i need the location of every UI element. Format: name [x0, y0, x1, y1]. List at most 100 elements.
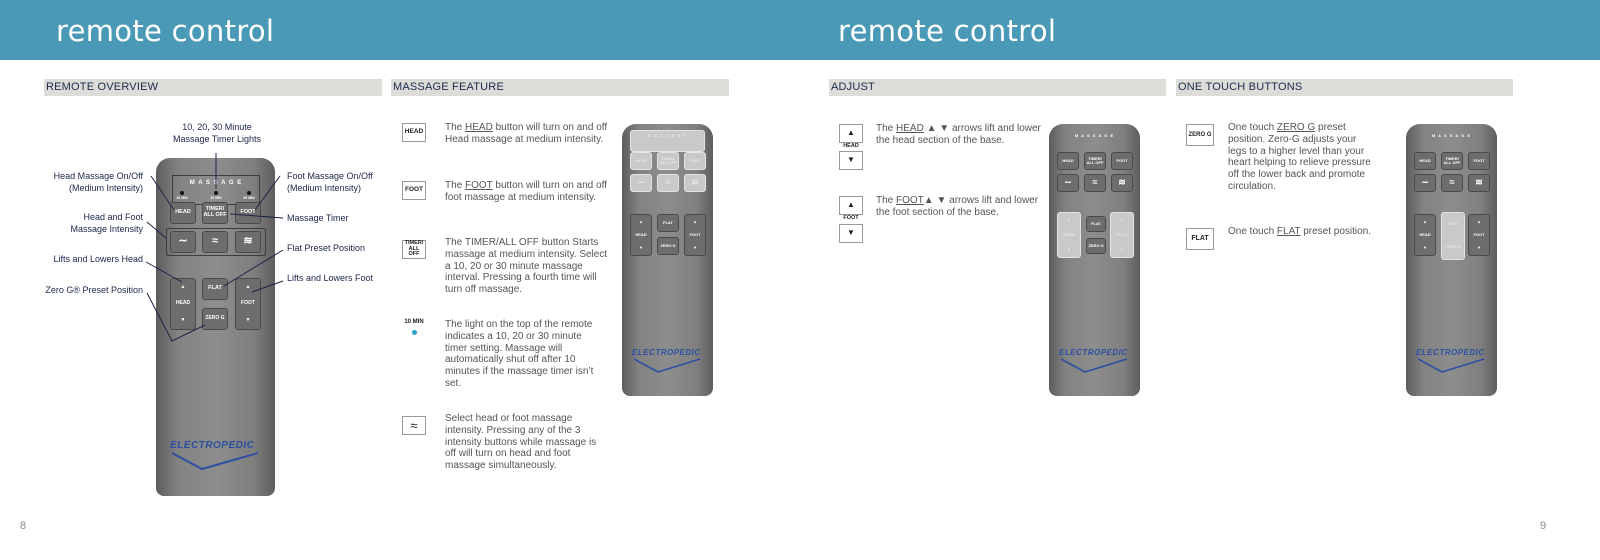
foot-adjust-label: FOOT — [241, 300, 255, 307]
intensity-high-lit[interactable]: ≋ — [684, 174, 706, 192]
brand-logo: ELECTROPEDIC — [170, 440, 255, 451]
timer-label-20: 20 MIN — [210, 196, 222, 200]
timer-button-small[interactable]: TIMER/ ALL OFF — [1441, 152, 1463, 170]
foot-adjust-button[interactable]: ▲ FOOT ▼ — [235, 278, 261, 330]
down-arrow-icon: ▼ — [693, 245, 697, 251]
callout-lifts-foot: Lifts and Lowers Foot — [287, 273, 374, 283]
massage-desc-timer: The TIMER/ALL OFF button Starts massage … — [445, 237, 608, 296]
head-down-icon: ▼ — [839, 151, 863, 170]
flat-icon: FLAT — [1186, 228, 1214, 250]
head-adjust-label: HEAD — [843, 143, 859, 149]
timer-label-30: 30 MIN — [243, 196, 255, 200]
timer-all-off-icon: TIMER/ ALL OFF — [402, 240, 426, 259]
down-arrow-icon: ▼ — [1120, 246, 1124, 252]
brand-swoosh-icon — [172, 452, 259, 471]
foot-button-small[interactable]: FOOT — [1111, 152, 1133, 170]
flat-small[interactable]: FLAT — [1086, 216, 1106, 232]
intensity-wave-icon: ≈ — [402, 416, 426, 435]
remote-one-touch: M A S S A G E HEAD TIMER/ ALL OFF FOOT ∼… — [1406, 124, 1497, 396]
zero-g-button[interactable]: ZERO G — [202, 308, 228, 330]
head-button-small[interactable]: HEAD — [1414, 152, 1436, 170]
intensity-medium-lit[interactable]: ≈ — [657, 174, 679, 192]
timer-light-20 — [214, 191, 218, 195]
head-button-small[interactable]: HEAD — [1057, 152, 1079, 170]
head-massage-button[interactable]: HEAD — [170, 202, 196, 224]
intensity-high-small[interactable]: ≋ — [1468, 174, 1490, 192]
head-up-icon: ▲ — [839, 124, 863, 143]
intensity-low-lit[interactable]: ∼ — [630, 174, 652, 192]
head-adjust-small[interactable]: ▲HEAD▼ — [1414, 214, 1436, 256]
foot-adjust-small[interactable]: ▲FOOT▼ — [1468, 214, 1490, 256]
up-arrow-icon: ▲ — [1477, 218, 1481, 224]
timer-button-lit[interactable]: TIMER/ ALL OFF — [657, 152, 679, 170]
down-arrow-icon: ▼ — [639, 245, 643, 251]
brand-swoosh-icon — [634, 358, 701, 373]
page-title-right: remote control — [838, 14, 1057, 48]
head-button-lit[interactable]: HEAD — [630, 152, 652, 170]
timer-all-off-button[interactable]: TIMER/ ALL OFF — [202, 202, 228, 224]
timer-button-small[interactable]: TIMER/ ALL OFF — [1084, 152, 1106, 170]
timer-dot-icon — [411, 330, 417, 335]
intensity-low-small[interactable]: ∼ — [1057, 174, 1079, 192]
foot-down-arrow-icon: ▼ — [245, 317, 251, 324]
down-arrow-icon: ▼ — [1423, 245, 1427, 251]
callout-zero-g: Zero G® Preset Position — [45, 285, 143, 295]
massage-panel-lit: M A S S A G E — [630, 130, 705, 152]
foot-adjust-lit[interactable]: ▲FOOT▼ — [1110, 212, 1134, 258]
foot-adjust-small[interactable]: ▲FOOT▼ — [684, 214, 706, 256]
massage-label-small: M A S S A G E — [1074, 133, 1115, 138]
intensity-medium-small[interactable]: ≈ — [1441, 174, 1463, 192]
header-bar-left: remote control — [0, 0, 800, 60]
timer-light-icon: 10 MIN — [402, 319, 426, 335]
zero-g-small[interactable]: ZERO G — [657, 237, 679, 255]
callout-massage-timer: Massage Timer — [287, 213, 349, 223]
callout-head-massage: Head Massage On/Off (Medium Intensity) — [53, 171, 143, 193]
intensity-medium-button[interactable]: ≈ — [202, 231, 228, 253]
callout-lifts-head: Lifts and Lowers Head — [53, 254, 143, 264]
callout-foot-massage: Foot Massage On/Off (Medium Intensity) — [287, 171, 373, 193]
head-icon: HEAD — [402, 123, 426, 142]
brand-logo-small: ELECTROPEDIC — [632, 348, 701, 357]
callout-timer-lights: 10, 20, 30 Minute Massage Timer Lights — [172, 122, 262, 144]
section-massage-feature: MASSAGE FEATURE — [391, 79, 729, 96]
header-bar-right: remote control — [800, 0, 1600, 60]
head-adjust-label: HEAD — [175, 300, 191, 307]
timer-light-10 — [180, 191, 184, 195]
massage-label: M A S S A G E — [189, 180, 243, 186]
massage-desc-head: The HEAD button will turn on and off Hea… — [445, 122, 608, 145]
flat-small[interactable]: FLAT — [657, 214, 679, 232]
zero-g-icon: ZERO G — [1186, 124, 1214, 146]
callout-lines — [145, 153, 284, 342]
head-adjust-button[interactable]: ▲ HEAD ▼ — [170, 278, 196, 330]
up-arrow-icon: ▲ — [639, 218, 643, 224]
foot-massage-button[interactable]: FOOT — [235, 202, 261, 224]
remote-massage-feature: M A S S A G E HEAD TIMER/ ALL OFF FOOT ∼… — [622, 124, 713, 396]
timer-light-30 — [247, 191, 251, 195]
flat-button[interactable]: FLAT — [202, 278, 228, 300]
intensity-low-button[interactable]: ∼ — [170, 231, 196, 253]
brand-swoosh-icon — [1418, 358, 1485, 373]
intensity-medium-small[interactable]: ≈ — [1084, 174, 1106, 192]
head-adjust-lit[interactable]: ▲HEAD▼ — [1057, 212, 1081, 258]
callout-intensity: Head and Foot Massage Intensity — [70, 212, 143, 234]
remote-overview: M A S S A G E 10 MIN 20 MIN 30 MIN HEAD … — [156, 158, 275, 496]
intensity-high-small[interactable]: ≋ — [1111, 174, 1133, 192]
massage-desc-foot: The FOOT button will turn on and off foo… — [445, 180, 607, 203]
one-touch-desc-zero-g: One touch ZERO G preset position. Zero-G… — [1228, 122, 1371, 192]
section-remote-overview: REMOTE OVERVIEW — [44, 79, 382, 96]
intensity-high-button[interactable]: ≋ — [235, 231, 261, 253]
down-arrow-icon: ▼ — [1067, 246, 1071, 252]
intensity-low-small[interactable]: ∼ — [1414, 174, 1436, 192]
foot-adjust-label: FOOT — [843, 215, 859, 221]
foot-button-small[interactable]: FOOT — [1468, 152, 1490, 170]
up-arrow-icon: ▲ — [1423, 218, 1427, 224]
intensity-group — [166, 228, 266, 256]
remote-adjust: M A S S A G E HEAD TIMER/ ALL OFF FOOT ∼… — [1049, 124, 1140, 396]
zero-g-small[interactable]: ZERO G — [1086, 238, 1106, 254]
foot-button-lit[interactable]: FOOT — [684, 152, 706, 170]
foot-up-arrow-icon: ▲ — [245, 283, 251, 290]
page-number-right: 9 — [1540, 520, 1547, 532]
down-arrow-icon: ▼ — [1477, 245, 1481, 251]
head-adjust-small[interactable]: ▲HEAD▼ — [630, 214, 652, 256]
